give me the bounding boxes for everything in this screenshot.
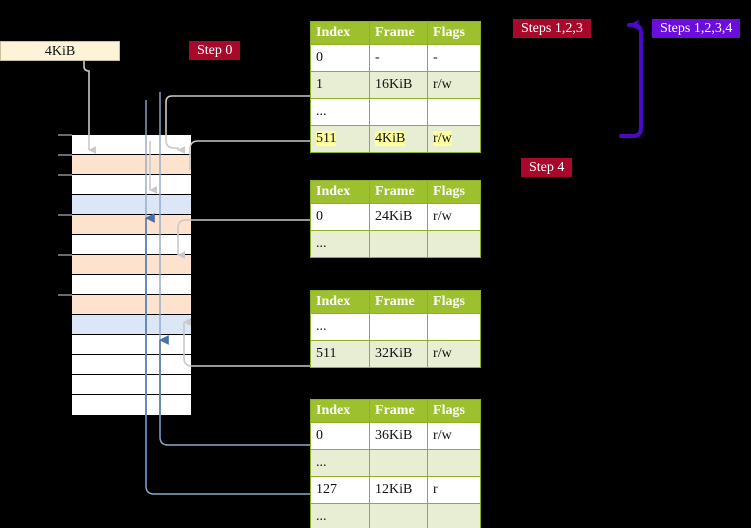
memory-column: [58, 134, 191, 416]
table-cell: r: [427, 476, 481, 504]
table-cell: 0: [309, 44, 371, 72]
table-cell: ...: [309, 98, 371, 126]
table-row: 0--: [309, 44, 481, 72]
memory-tick-mark: [58, 134, 72, 136]
bracket-arrow-steps-1234: [619, 19, 643, 138]
table-cell: [369, 313, 429, 341]
table-cell: r/w: [427, 340, 481, 368]
table-cell: 511: [309, 340, 371, 368]
table-cell: [369, 503, 429, 528]
column-header-index: Index: [309, 399, 371, 423]
table-cell: r/w: [427, 125, 481, 153]
memory-frame-row: [58, 214, 191, 235]
memory-tick-mark: [58, 154, 72, 156]
table-cell: 32KiB: [369, 340, 429, 368]
table-row: 511 4KiB r/w: [309, 125, 481, 153]
table-row: ...: [309, 313, 481, 341]
table-cell: 4KiB: [369, 125, 429, 153]
memory-frame-row: [72, 235, 191, 255]
memory-frame-row: [72, 275, 191, 295]
wire-pt-row0-to-memory: [158, 92, 310, 446]
column-header-index: Index: [309, 180, 371, 204]
table-cell: 127: [309, 476, 371, 504]
table-row: ...: [309, 449, 481, 477]
table-cell: 0: [309, 422, 371, 450]
table-cell: 12KiB: [369, 476, 429, 504]
table-cell: 24KiB: [369, 203, 429, 231]
table-cell: 36KiB: [369, 422, 429, 450]
table-cell: ...: [309, 230, 371, 258]
column-header-index: Index: [309, 21, 371, 45]
memory-tick-mark: [58, 214, 72, 216]
column-header-flags: Flags: [427, 180, 481, 204]
column-header-frame: Frame: [369, 21, 429, 45]
wire-pml4-to-memory: [165, 95, 310, 154]
wire-4kib-to-memory: [83, 61, 96, 154]
column-header-index: Index: [309, 290, 371, 314]
table-row: ...: [309, 230, 481, 258]
table-cell: [427, 230, 481, 258]
table-cell: [369, 449, 429, 477]
wire-memory-to-pdpt: [149, 140, 310, 194]
memory-tick-mark: [58, 254, 72, 256]
size-label-4kib: 4KiB: [0, 41, 120, 61]
table-cell: 511: [309, 125, 371, 153]
highlighted-value: 4KiB: [375, 131, 406, 146]
memory-frame-row: [72, 375, 191, 395]
badge-step-0: Step 0: [189, 41, 241, 60]
table-cell: [427, 449, 481, 477]
table-cell: -: [427, 44, 481, 72]
memory-frame-row: [58, 134, 191, 155]
wire-pt-row127-to-memory: [144, 100, 310, 495]
table-cell: [427, 313, 481, 341]
memory-frame-row: [72, 355, 191, 375]
column-header-frame: Frame: [369, 399, 429, 423]
table-cell: [427, 98, 481, 126]
wire-pd-to-memory: [183, 318, 310, 367]
memory-frame-row: [58, 154, 191, 175]
table-cell: [369, 98, 429, 126]
highlighted-value: 511: [316, 131, 337, 146]
table-cell: [427, 503, 481, 528]
badge-steps-1234: Steps 1,2,3,4: [652, 19, 741, 38]
memory-frame-row: [72, 195, 191, 215]
memory-frame-row: [58, 174, 191, 195]
highlighted-value: r/w: [433, 131, 452, 146]
memory-frame-row: [58, 254, 191, 275]
badge-steps-123: Steps 1,2,3: [513, 19, 591, 38]
table-cell: 16KiB: [369, 71, 429, 99]
table-cell: r/w: [427, 71, 481, 99]
badge-step-4: Step 4: [521, 158, 573, 177]
table-cell: r/w: [427, 203, 481, 231]
table-row: ...: [309, 503, 481, 528]
memory-frame-row: [72, 395, 191, 415]
arrow-down-to-pd: [177, 219, 310, 259]
table-cell: 1: [309, 71, 371, 99]
table-cell: ...: [309, 503, 371, 528]
memory-tick-mark: [58, 294, 72, 296]
table-row: ...: [309, 98, 481, 126]
memory-frame-row: [72, 315, 191, 335]
memory-frame-row: [58, 294, 191, 315]
memory-tick-mark: [58, 174, 72, 176]
table-cell: -: [369, 44, 429, 72]
table-cell: [369, 230, 429, 258]
column-header-flags: Flags: [427, 21, 481, 45]
